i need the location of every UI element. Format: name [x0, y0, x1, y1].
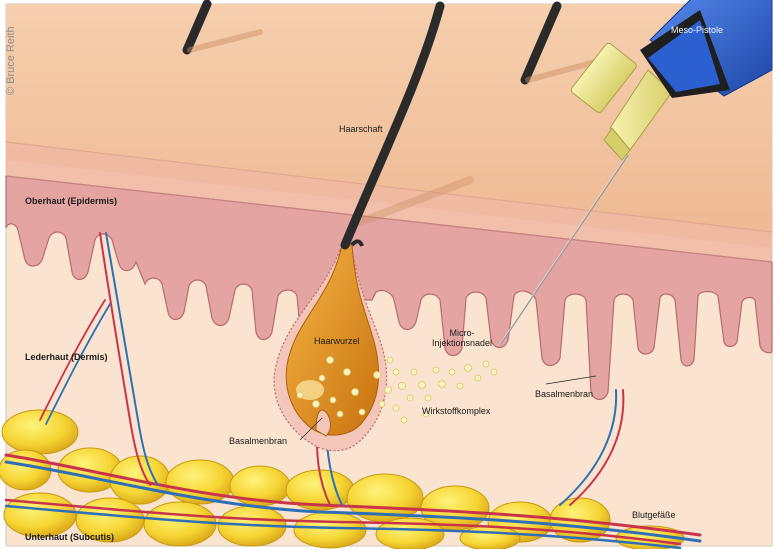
label-haarwurzel: Haarwurzel — [314, 336, 360, 346]
label-haarschaft: Haarschaft — [339, 124, 383, 134]
label-blutgefaesse: Blutgefäße — [632, 510, 676, 520]
label-micro-line2: Injektionsnadel — [432, 338, 492, 348]
label-unterhaut: Unterhaut (Subcutis) — [25, 532, 114, 542]
label-micro-line1: Micro- — [432, 328, 492, 338]
label-basalmembran-right: Basalmenbran — [535, 389, 593, 399]
label-lederhaut: Lederhaut (Dermis) — [25, 352, 108, 362]
label-oberhaut: Oberhaut (Epidermis) — [25, 196, 117, 206]
label-wirkstoffkomplex: Wirkstoffkomplex — [422, 406, 490, 416]
label-micro-injektionsnadel: Micro- Injektionsnadel — [432, 328, 492, 349]
credit-text: © Bruce Reith — [5, 26, 17, 95]
label-basalmembran-left: Basalmenbran — [229, 436, 287, 446]
label-meso-pistole: Meso-Pistole — [671, 25, 723, 35]
